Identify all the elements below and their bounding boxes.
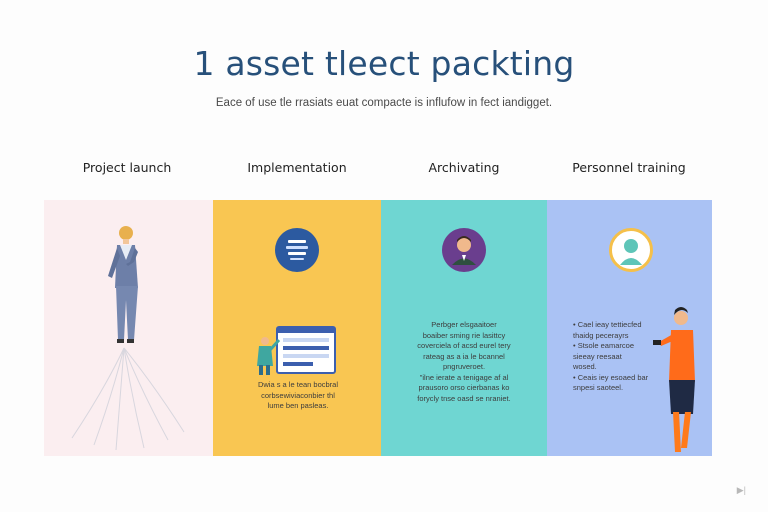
col-label-implementation: Implementation: [247, 160, 347, 175]
presenter-illustration: [653, 307, 695, 452]
page-subtitle: Eace of use tle rrasiats euat compacte i…: [215, 97, 553, 109]
trainee-avatar-icon: [609, 228, 653, 272]
personnel-training-description: • Cael ieay tettiecfed thaidg pecerayrs …: [573, 320, 649, 392]
dashboard-illustration: [257, 326, 336, 375]
person-avatar-icon: [442, 228, 486, 272]
col-label-archivating: Archivating: [428, 160, 500, 175]
page-title: 1 asset tleect packting: [193, 44, 575, 83]
panel-personnel-training: • Cael ieay tettiecfed thaidg pecerayrs …: [547, 200, 712, 456]
corner-logo-mark: ▶|: [736, 485, 746, 495]
panel-project-launch: [44, 200, 213, 456]
panel-implementation: Dwia s a le tean bocbral corbsewiviaconb…: [213, 200, 381, 456]
col-label-personnel-training: Personnel training: [572, 160, 686, 175]
panel-archivating: Perbger elsgaaitoer boaiber sming rie la…: [381, 200, 547, 456]
archivating-description: Perbger elsgaaitoer boaiber sming rie la…: [417, 320, 511, 403]
implementation-description: Dwia s a le tean bocbral corbsewiviaconb…: [257, 380, 339, 410]
businessman-illustration: [71, 226, 185, 451]
document-icon: [275, 228, 319, 272]
col-label-project-launch: Project launch: [82, 160, 172, 175]
